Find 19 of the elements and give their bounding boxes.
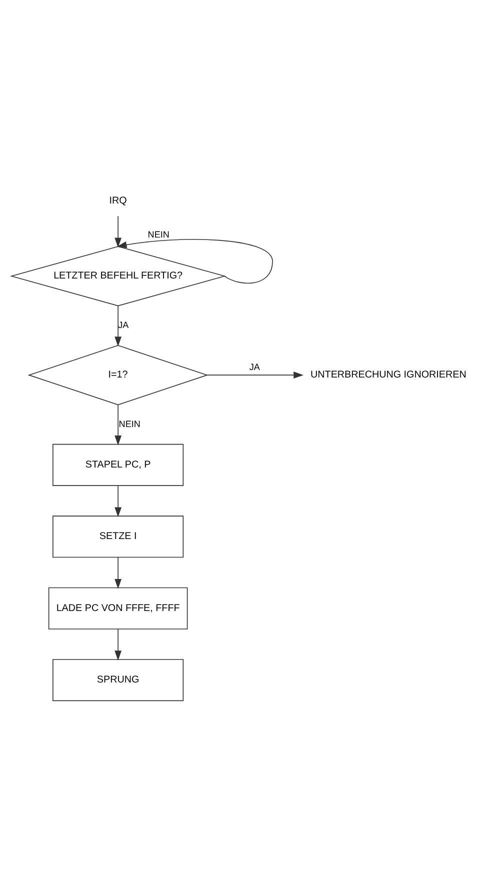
edge-label: NEIN	[118, 418, 140, 429]
arrow	[114, 216, 122, 248]
arrow	[206, 372, 304, 379]
node-text: UNTERBRECHUNG IGNORIEREN	[310, 370, 466, 381]
node-diamond: LETZTER BEFEHL FERTIG?	[10, 246, 226, 306]
node-box: STAPEL PC, P	[52, 444, 184, 486]
node-box: SETZE I	[52, 516, 184, 558]
node-diamond: I=1?	[28, 344, 208, 406]
edge-label: NEIN	[148, 229, 170, 240]
arrow	[114, 404, 122, 446]
arrow	[114, 305, 122, 347]
edge-label: JA	[249, 362, 260, 372]
arrow	[114, 485, 122, 518]
arrow	[114, 628, 122, 661]
arrow	[116, 239, 273, 284]
node-box: LADE PC VON FFFE, FFFF	[48, 587, 188, 630]
node-box: SPRUNG	[52, 659, 184, 702]
node-text: IRQ	[109, 196, 127, 207]
arrow	[114, 556, 122, 589]
